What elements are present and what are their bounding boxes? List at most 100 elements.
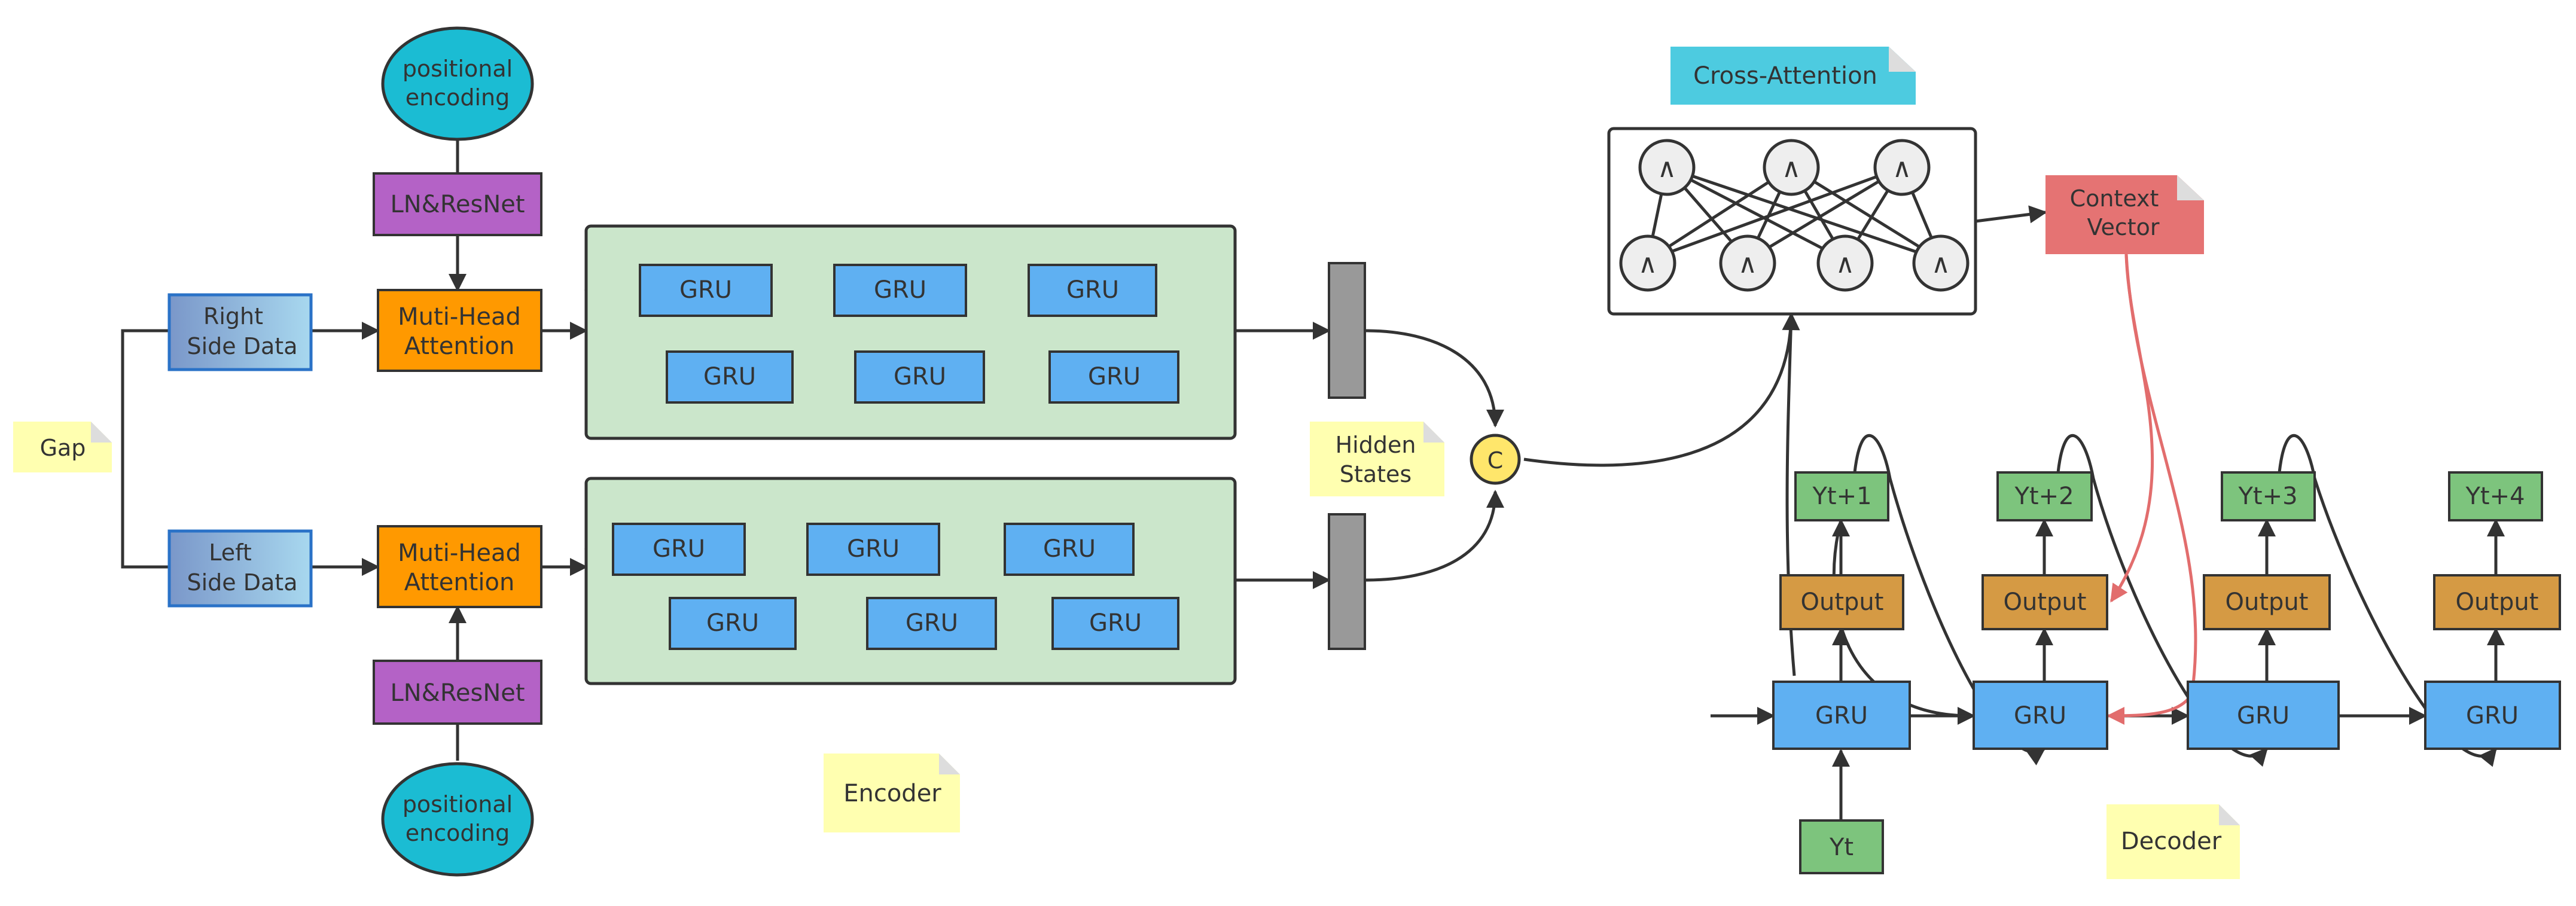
gru-cells-encoder: GRU GRU GRU GRU GRU GRU GRU GRU GRU GRU … [612,264,1179,650]
svg-text:Muti-Head: Muti-Head [398,539,521,567]
gru-cell: GRU [1973,681,2108,750]
svg-text:∧: ∧ [1836,249,1855,279]
output-y1: Yt+1 [1794,471,1889,521]
svg-text:encoding: encoding [406,84,510,111]
svg-text:Side Data: Side Data [187,569,298,596]
svg-text:Output: Output [1801,588,1884,616]
svg-text:Yt+1: Yt+1 [1812,483,1871,510]
output-y2: Yt+2 [1996,471,2093,521]
svg-text:GRU: GRU [1088,363,1141,391]
svg-text:GRU: GRU [894,363,946,391]
svg-text:C: C [1487,447,1504,474]
svg-text:Vector: Vector [2087,214,2159,240]
output-layer: Output [2433,574,2561,630]
note-hidden-states: Hidden States [1310,422,1444,496]
svg-text:Yt: Yt [1829,834,1853,861]
svg-text:Yt+4: Yt+4 [2465,483,2525,510]
svg-text:Context: Context [2070,185,2159,212]
note-hidden-line2: States [1340,461,1412,487]
attention-node: ∧ [1816,234,1874,292]
cross-attention-box: ∧ ∧ ∧ ∧ ∧ ∧ ∧ [1607,127,1977,316]
curve-concat-to-attention [1523,312,1800,467]
decoder-output-layers: Output Output Output Output [1779,574,2561,630]
mha-top: Muti-Head Attention [377,289,542,372]
left-side-data: Left Side Data [167,529,313,608]
gru-cell: GRU [833,264,967,317]
svg-text:GRU: GRU [2014,702,2066,730]
svg-text:∧: ∧ [1657,153,1676,184]
gru-cell: GRU [612,523,746,576]
arrow-attention-to-context [1975,205,2047,224]
attention-node: ∧ [1873,139,1931,196]
gru-cell: GRU [1051,597,1179,650]
svg-text:Yt+3: Yt+3 [2237,483,2297,510]
bigru-panel-bottom [584,477,1237,685]
svg-text:GRU: GRU [847,535,900,563]
output-y4: Yt+4 [2448,471,2543,521]
bigru-panel-top [584,224,1237,440]
ln-resnet-top: LN&ResNet [373,172,542,236]
svg-text:encoding: encoding [406,820,510,846]
svg-text:GRU: GRU [906,609,958,637]
output-layer: Output [1981,574,2108,630]
note-decoder: Decoder [2106,804,2240,879]
svg-text:Yt+2: Yt+2 [2014,483,2074,510]
gru-cell: GRU [666,350,794,404]
loop-y1-to-gru2 [1832,520,1974,718]
positional-encoding-bottom: positional encoding [381,762,534,877]
right-side-data: Right Side Data [167,293,313,371]
svg-text:GRU: GRU [703,363,756,391]
svg-text:GRU: GRU [2237,702,2290,730]
svg-text:Attention: Attention [404,569,515,596]
gru-cell: GRU [639,264,773,317]
svg-text:GRU: GRU [2466,702,2519,730]
gru-cell: GRU [854,350,985,404]
svg-text:∧: ∧ [1892,153,1912,184]
mha-bottom: Muti-Head Attention [377,525,542,608]
svg-text:GRU: GRU [1066,276,1119,304]
attention-node: ∧ [1638,139,1696,196]
svg-text:Output: Output [2226,588,2309,616]
note-encoder-text: Encoder [843,780,941,807]
note-gap: Gap [13,422,112,472]
hidden-state-top [1328,262,1366,399]
decoder-input-yt: Yt [1799,819,1884,874]
gru-cell: GRU [1772,681,1911,750]
hidden-state-bottom [1328,513,1366,650]
svg-text:∧: ∧ [1782,153,1801,184]
svg-text:∧: ∧ [1931,249,1950,279]
ln-resnet-bottom: LN&ResNet [373,660,542,725]
svg-text:positional: positional [403,791,513,817]
note-gap-text: Gap [40,435,86,461]
svg-text:∧: ∧ [1638,249,1657,279]
svg-text:∧: ∧ [1738,249,1757,279]
gru-cell: GRU [2424,681,2561,750]
svg-text:GRU: GRU [679,276,732,304]
note-hidden-line1: Hidden [1336,432,1416,458]
svg-text:LN&ResNet: LN&ResNet [390,191,525,218]
decoder-outputs: Yt+1 Yt+2 Yt+3 Yt+4 [1794,471,2543,521]
svg-text:GRU: GRU [706,609,759,637]
svg-text:Output: Output [2456,588,2539,616]
note-cross-attention-text: Cross-Attention [1693,62,1877,90]
decoder-gru-cells: GRU GRU GRU GRU [1772,681,2561,750]
attention-node: ∧ [1763,139,1820,196]
svg-text:GRU: GRU [1815,702,1868,730]
svg-text:GRU: GRU [1043,535,1096,563]
context-vector: Context Vector [2045,175,2204,254]
svg-text:GRU: GRU [874,276,926,304]
gru-cell: GRU [1028,264,1157,317]
svg-text:Attention: Attention [404,332,515,360]
positional-encoding-top: positional encoding [381,26,534,141]
attention-node: ∧ [1719,234,1776,292]
note-encoder: Encoder [824,754,960,832]
attention-node: ∧ [1912,234,1970,292]
svg-text:Left: Left [209,539,252,566]
svg-text:Side Data: Side Data [187,333,298,359]
svg-text:GRU: GRU [1089,609,1142,637]
note-decoder-text: Decoder [2121,828,2222,855]
gru-cell: GRU [806,523,940,576]
context-vector-arrows [2106,254,2197,725]
